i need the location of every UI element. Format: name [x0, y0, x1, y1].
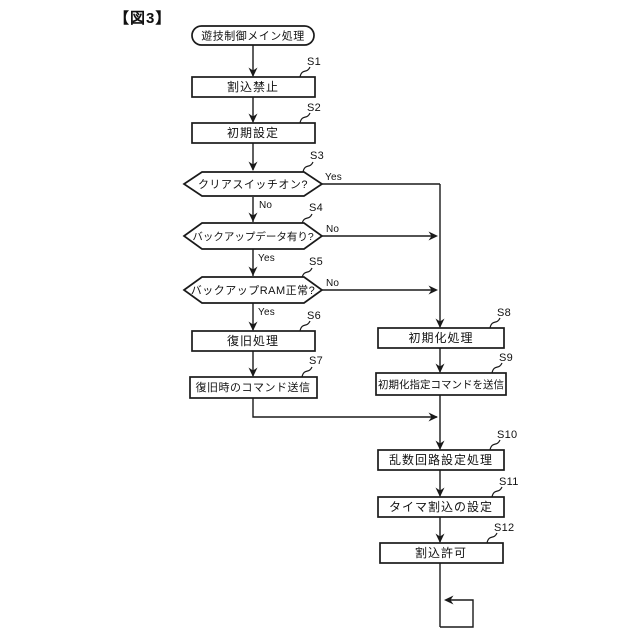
- leader-s6: [299, 320, 311, 332]
- branch-s5-no: No: [326, 278, 339, 289]
- arrowhead-into-s8: [435, 318, 445, 328]
- arrowhead-into-s11: [435, 487, 445, 497]
- leader-s2: [299, 112, 311, 124]
- arrowhead-merge-s5-no: [428, 285, 438, 295]
- decision-s3-label: クリアスイッチオン?: [198, 178, 308, 191]
- arrowhead-into-s5: [248, 266, 258, 276]
- branch-s3-yes: Yes: [325, 172, 342, 183]
- process-s10-label: 乱数回路設定処理: [389, 452, 493, 467]
- arrowhead-into-s3: [248, 161, 258, 171]
- step-id-s7: S7: [309, 355, 323, 367]
- arrowhead-into-s7: [248, 367, 258, 377]
- step-label-leaders: [299, 66, 503, 544]
- process-s2: [191, 122, 316, 144]
- leader-s8: [489, 317, 501, 329]
- terminal-start: [191, 25, 315, 46]
- arrowhead-into-s1: [248, 67, 258, 77]
- leader-s10: [489, 439, 501, 451]
- step-id-s4: S4: [309, 202, 323, 214]
- terminal-start-label: 遊技制御メイン処理: [201, 29, 305, 43]
- arrowhead-merge-s7: [428, 412, 438, 422]
- process-s6-label: 復旧処理: [227, 333, 279, 348]
- arrowhead-loop-back: [444, 595, 454, 605]
- leader-s12: [486, 532, 498, 544]
- decision-s3: [182, 171, 324, 197]
- process-s2-label: 初期設定: [227, 125, 279, 140]
- decision-s4: [182, 222, 324, 250]
- step-id-s11: S11: [499, 476, 519, 488]
- process-s11: [377, 496, 505, 518]
- connectors: [252, 45, 474, 628]
- arrowheads: [248, 67, 454, 605]
- decision-s4-label: バックアップデータ有り?: [192, 230, 313, 243]
- branch-s4-no: No: [326, 224, 339, 235]
- step-id-s8: S8: [497, 307, 511, 319]
- process-s11-label: タイマ割込の設定: [389, 499, 493, 514]
- arrowhead-into-s12: [435, 533, 445, 543]
- leader-s1: [299, 66, 311, 78]
- process-s9-label: 初期化指定コマンドを送信: [378, 378, 504, 391]
- process-s12-label: 割込許可: [415, 545, 467, 560]
- arrowhead-into-s9: [435, 363, 445, 373]
- figure-label: 【図3】: [114, 9, 171, 27]
- leader-s3: [302, 161, 314, 173]
- branch-s5-yes: Yes: [258, 307, 275, 318]
- arrowhead-into-s6: [248, 321, 258, 331]
- process-s6: [191, 330, 316, 352]
- step-id-s10: S10: [497, 429, 517, 441]
- process-s7-label: 復旧時のコマンド送信: [196, 380, 311, 394]
- step-id-s1: S1: [307, 56, 321, 68]
- process-s12: [379, 542, 504, 564]
- connector-s7-merge: [252, 398, 437, 418]
- process-s8: [377, 327, 505, 349]
- process-s8-label: 初期化処理: [408, 331, 473, 345]
- leader-s11: [491, 486, 503, 498]
- step-id-s3: S3: [310, 150, 324, 162]
- arrowhead-into-s4: [248, 212, 258, 222]
- process-s10: [377, 449, 505, 471]
- arrowhead-merge-s4-no: [428, 231, 438, 241]
- branch-s3-no: No: [259, 200, 272, 211]
- arrowhead-into-s2: [248, 113, 258, 123]
- leader-s7: [301, 366, 313, 378]
- step-id-s9: S9: [499, 352, 513, 364]
- process-s7: [189, 376, 318, 399]
- arrowhead-into-s10: [435, 440, 445, 450]
- decision-s5-label: バックアップRAM正常?: [191, 284, 316, 297]
- process-s1: [191, 76, 316, 98]
- step-id-s2: S2: [307, 102, 321, 114]
- process-s9: [375, 372, 507, 396]
- leader-s9: [491, 362, 503, 374]
- decision-s5: [182, 276, 324, 304]
- step-id-s6: S6: [307, 310, 321, 322]
- process-s1-label: 割込禁止: [227, 79, 279, 94]
- branch-s4-yes: Yes: [258, 253, 275, 264]
- step-id-s5: S5: [309, 256, 323, 268]
- step-id-s12: S12: [494, 522, 514, 534]
- connector-loop-back: [440, 599, 474, 628]
